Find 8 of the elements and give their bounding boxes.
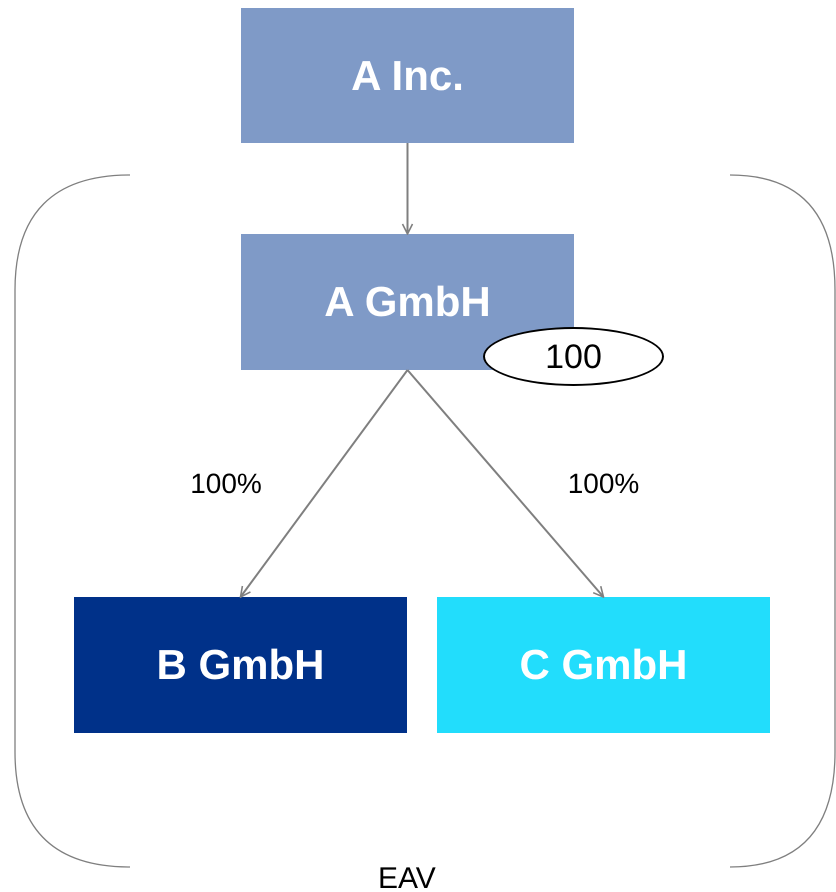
arrow	[402, 143, 414, 235]
arrow	[406, 369, 604, 598]
company-box: A Inc.	[241, 8, 574, 143]
group-label: EAV	[378, 864, 436, 892]
company-box: B GmbH	[74, 597, 407, 733]
company-box: C GmbH	[437, 597, 770, 733]
arrow	[240, 369, 408, 598]
value-ellipse: 100	[483, 327, 664, 386]
